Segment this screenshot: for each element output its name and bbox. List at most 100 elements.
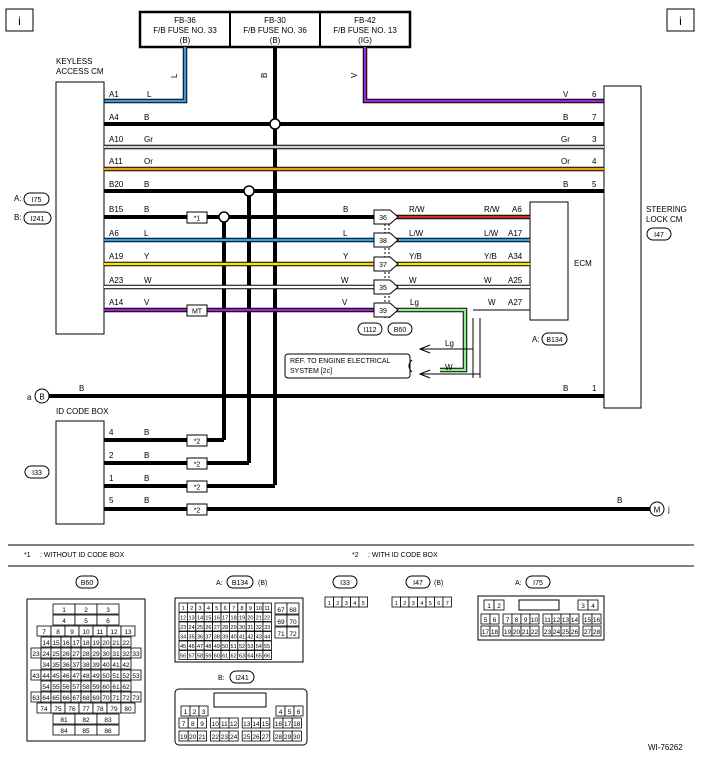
svg-text:A11: A11	[109, 157, 123, 166]
pin-number: 23	[180, 625, 186, 631]
ecm-box: ECM A: B134	[529, 201, 592, 346]
pin-number: 18	[491, 629, 499, 636]
pin-number: 22	[264, 616, 270, 622]
pin-number: 24	[553, 629, 561, 636]
pin-number: 47	[72, 673, 80, 680]
svg-text:A17: A17	[508, 229, 523, 238]
pin-number: 66	[62, 695, 70, 702]
svg-text:F/B FUSE NO. 33: F/B FUSE NO. 33	[153, 26, 217, 35]
pin-number: 14	[571, 617, 579, 624]
pin-number: 52	[122, 673, 130, 680]
pin-number: 55	[52, 684, 60, 691]
svg-text:REF. TO ENGINE ELECTRICAL: REF. TO ENGINE ELECTRICAL	[290, 358, 391, 365]
page-marker-right: i	[666, 8, 695, 32]
svg-text:L/W: L/W	[409, 229, 424, 238]
svg-text:L: L	[144, 229, 149, 238]
pin-cell	[489, 613, 500, 625]
pin-number: 4	[279, 709, 283, 716]
joint-connector: 36 38 37 35 39 I112 B60	[357, 209, 413, 336]
pin-number: 28	[593, 629, 601, 636]
svg-text:A6: A6	[512, 205, 522, 214]
splice-dot	[243, 185, 255, 197]
pin-number: 26	[205, 625, 211, 631]
pin-number: 13	[189, 616, 195, 622]
pin-number: 25	[197, 625, 203, 631]
svg-text:*2: *2	[194, 508, 201, 515]
pin-number: 38	[82, 662, 90, 669]
pin-number: 86	[104, 728, 112, 735]
pin-number: 12	[230, 721, 238, 728]
pin-cell	[120, 625, 136, 637]
pin-number: 37	[72, 662, 80, 669]
pin-number: 3	[412, 601, 415, 607]
pin-number: 69	[92, 695, 100, 702]
svg-text:*2: *2	[194, 485, 201, 492]
pin-number: 9	[70, 629, 74, 636]
svg-text:A10: A10	[109, 135, 124, 144]
pin-cell	[262, 650, 272, 660]
pin-number: 16	[593, 617, 601, 624]
joint-37: 37	[373, 256, 399, 272]
pin-number: 13	[124, 629, 132, 636]
svg-text:B60: B60	[394, 327, 407, 334]
svg-text:39: 39	[379, 308, 387, 315]
joint-35: 35	[373, 279, 399, 295]
svg-text:ACCESS CM: ACCESS CM	[56, 67, 104, 76]
pin-number: 18	[231, 616, 237, 622]
pin-number: 1	[328, 601, 331, 607]
svg-text:j: j	[667, 505, 670, 514]
pin-number: 14	[252, 721, 260, 728]
pin-number: 46	[189, 644, 195, 650]
svg-text:V: V	[144, 298, 150, 307]
pin-number: 27	[72, 651, 80, 658]
svg-text:: WITH ID CODE BOX: : WITH ID CODE BOX	[368, 552, 438, 559]
pin-number: 58	[197, 654, 203, 660]
svg-text:W: W	[488, 298, 496, 307]
svg-text:38: 38	[379, 238, 387, 245]
pin-number: 19	[180, 734, 188, 741]
pin-number: 26	[571, 629, 579, 636]
splice-box-2d: *2	[186, 503, 208, 516]
pin-number: 25	[52, 651, 60, 658]
pin-number: 20	[513, 629, 521, 636]
pin-number: 70	[102, 695, 110, 702]
pin-number: 5	[429, 601, 432, 607]
pin-number: 79	[110, 706, 118, 713]
pin-number: 68	[82, 695, 90, 702]
pin-number: 22	[212, 734, 220, 741]
pin-cell	[262, 602, 272, 613]
pin-cell	[196, 717, 207, 729]
pin-number: 58	[82, 684, 90, 691]
pin-number: 36	[197, 635, 203, 641]
pin-number: 21	[198, 734, 206, 741]
pin-number: 34	[42, 662, 50, 669]
svg-text:SYSTEM [2c]: SYSTEM [2c]	[290, 368, 332, 375]
pin-number: 83	[104, 717, 112, 724]
pin-number: 2	[190, 606, 193, 612]
pin-number: 16	[62, 640, 70, 647]
svg-text:ECM: ECM	[574, 259, 592, 268]
pin-cell	[196, 730, 207, 742]
svg-text:1: 1	[592, 384, 597, 393]
pin-number: 12	[180, 616, 186, 622]
pin-number: 4	[353, 601, 356, 607]
pin-number: 56	[62, 684, 70, 691]
splice-dot	[218, 211, 230, 223]
svg-text:: WITHOUT ID CODE BOX: : WITHOUT ID CODE BOX	[40, 552, 125, 559]
svg-text:B134: B134	[232, 580, 248, 587]
svg-text:*2: *2	[194, 462, 201, 469]
svg-text:I33: I33	[32, 470, 42, 477]
ground-bus: a B B B 1	[27, 384, 604, 404]
svg-text:B: B	[260, 73, 269, 78]
svg-text:M: M	[654, 506, 661, 515]
pin-number: 68	[289, 607, 297, 614]
svg-text:W: W	[341, 276, 349, 285]
pin-number: 4	[420, 601, 423, 607]
svg-text:I241: I241	[31, 216, 45, 223]
pin-number: 17	[482, 629, 490, 636]
pin-number: 44	[264, 635, 270, 641]
svg-text:Lg: Lg	[410, 298, 419, 307]
svg-text:*2: *2	[352, 552, 359, 559]
pin-number: 9	[524, 617, 528, 624]
svg-text:Gr: Gr	[561, 135, 570, 144]
